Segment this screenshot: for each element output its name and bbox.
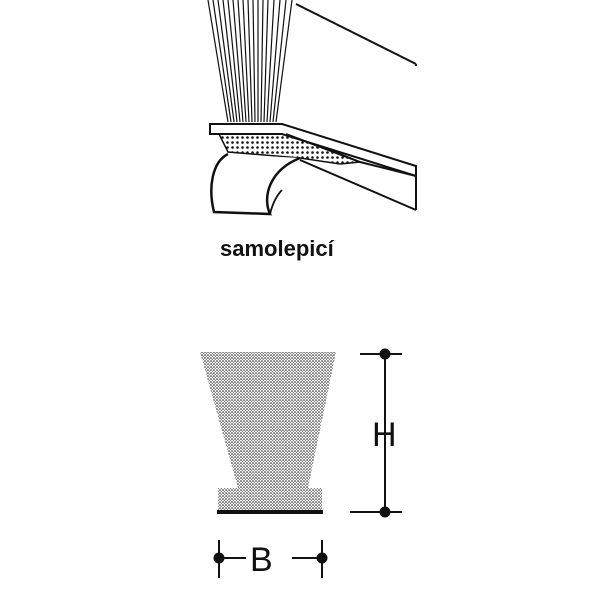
release-liner-curl — [269, 189, 283, 215]
bristle-fan-profile — [200, 352, 336, 488]
profile-base — [218, 488, 322, 510]
profile-cross-section — [200, 352, 336, 514]
width-dimension — [213, 540, 328, 578]
brush-bristles — [207, 0, 293, 123]
release-liner — [210, 152, 301, 216]
carrier-underside — [285, 133, 417, 177]
brush-back-edge — [295, 3, 417, 65]
height-label: H — [372, 416, 397, 454]
brush-strip-illustration — [207, 0, 417, 216]
width-label: B — [250, 541, 273, 579]
caption-self-adhesive: samolepicí — [220, 236, 335, 261]
carrier-bottom-edge — [299, 159, 417, 211]
height-dimension — [350, 348, 402, 518]
